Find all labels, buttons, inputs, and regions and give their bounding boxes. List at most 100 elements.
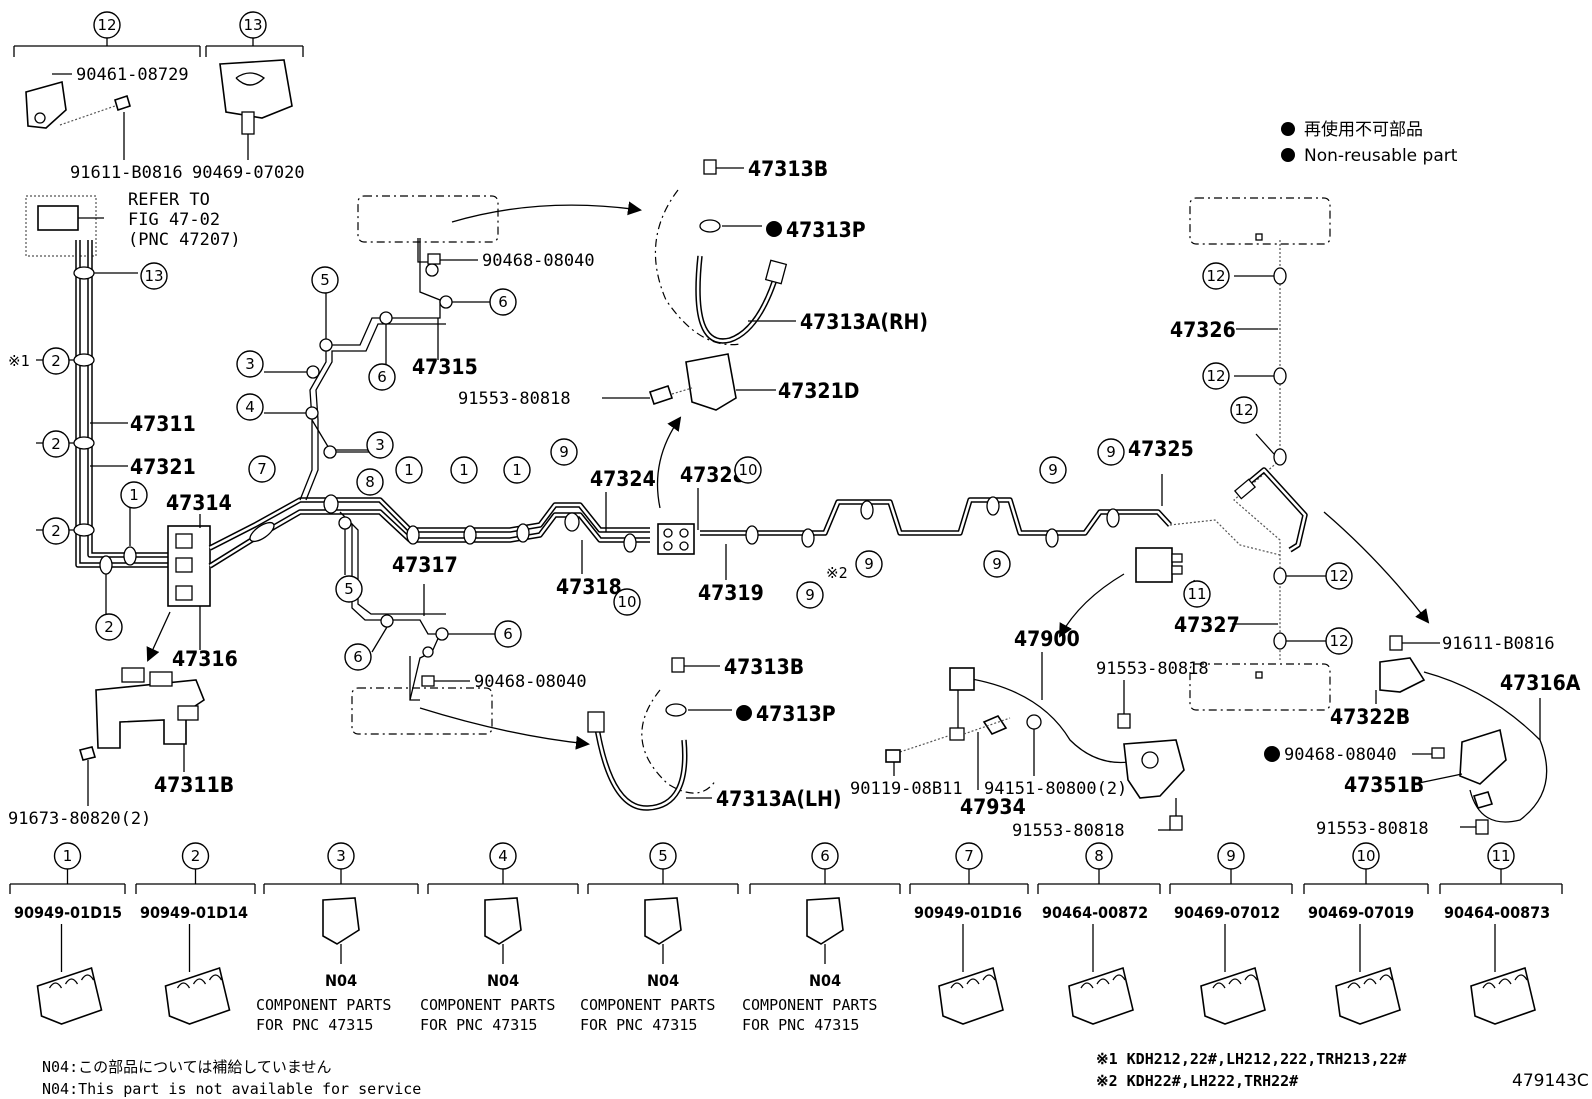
legend-part-number: 90949-01D14 — [140, 903, 248, 922]
callout-number: 6 — [498, 293, 508, 311]
callout-circle — [734, 456, 762, 484]
callout-circle — [335, 575, 363, 603]
part-47324: 47324 — [590, 467, 656, 491]
callout-number: 1 — [404, 461, 414, 479]
part-91553-80818-a: 91553-80818 — [458, 389, 571, 409]
callout-number: 1 — [512, 461, 522, 479]
callout-12: 12 — [1325, 627, 1353, 655]
legend-callout-number: 2 — [191, 847, 201, 865]
part-47313B-bot: 47313B — [724, 655, 804, 679]
n04-note-japanese: N04:この部品については補給していません — [42, 1058, 331, 1076]
part-47313B-top: 47313B — [748, 157, 828, 181]
part-94151-80800: 94151-80800(2) — [984, 779, 1127, 799]
callout-circle — [344, 643, 372, 671]
legend-callout-number: 3 — [336, 847, 346, 865]
callout-number: 12 — [1234, 401, 1253, 419]
clip-icon — [1068, 966, 1134, 1025]
callout-2: 2 — [42, 347, 70, 375]
figure-id: 479143C — [1512, 1071, 1589, 1091]
legend-callout-number: 6 — [820, 847, 830, 865]
callout-circle — [855, 550, 883, 578]
branch-47315-upper: 47315 90468-08040 — [264, 195, 642, 501]
part-47314: 47314 — [166, 491, 232, 515]
callout-circle — [550, 438, 578, 466]
callout-9: 9 — [1039, 456, 1067, 484]
bolt-icon — [648, 384, 674, 406]
bolt-icon — [885, 749, 901, 763]
callout-circle — [120, 481, 148, 509]
bolt-icon — [1389, 635, 1403, 651]
callout-number: 13 — [144, 267, 163, 285]
legend-note-line1: COMPONENT PARTS — [420, 996, 555, 1014]
part-47316: 47316 — [172, 647, 238, 671]
part-91553-80818-b: 91553-80818 — [1096, 659, 1209, 679]
callout-9: 9 — [550, 438, 578, 466]
part-47322B: 47322B — [1330, 705, 1410, 729]
wheel-cylinder-box — [357, 195, 499, 243]
refer-line3: (PNC 47207) — [128, 230, 241, 250]
part-91611-B0816-top: 91611-B0816 — [70, 163, 183, 183]
clip-icon — [644, 897, 682, 945]
callout-12: 12 — [1202, 262, 1230, 290]
abs-unit-icon — [1135, 547, 1173, 583]
callout-circle — [236, 393, 264, 421]
legend-part-number: 90469-07019 — [1308, 903, 1414, 922]
part-47313A-RH: 47313A(RH) — [800, 310, 928, 334]
callout-1: 1 — [503, 456, 531, 484]
legend-part-number: N04 — [487, 971, 519, 990]
callout-number: 1 — [129, 486, 139, 504]
non-reusable-dot-icon — [736, 705, 752, 721]
callout-circle — [489, 288, 517, 316]
part-90469-07020: 90469-07020 — [192, 163, 305, 183]
legend-part-number: N04 — [809, 971, 841, 990]
refer-line1: REFER TO — [128, 190, 210, 210]
clip-icon — [322, 897, 360, 945]
mark-1: ※1 — [8, 352, 30, 370]
callout-6: 6 — [368, 363, 396, 391]
callout-circle — [796, 581, 824, 609]
legend-part-number: 90464-00872 — [1042, 903, 1148, 922]
callout-circle — [236, 350, 264, 378]
callout-2: 2 — [95, 613, 123, 641]
callout-number: 12 — [1206, 367, 1225, 385]
legend-japanese: 再使用不可部品 — [1304, 119, 1423, 140]
legend: 再使用不可部品 Non-reusable part — [1281, 119, 1458, 166]
callout-number: 9 — [1106, 443, 1116, 461]
non-reusable-dot-icon — [1264, 746, 1280, 762]
callout-number: 6 — [503, 625, 513, 643]
callout-number: 11 — [1187, 585, 1206, 603]
callout-number: 12 — [1329, 567, 1348, 585]
legend-note-line2: FOR PNC 47315 — [742, 1016, 859, 1034]
callout-number: 9 — [864, 555, 874, 573]
legend-part-number: N04 — [325, 971, 357, 990]
callout-circle — [1202, 262, 1230, 290]
callout-number: 10 — [617, 593, 636, 611]
part-47326: 47326 — [1170, 318, 1236, 342]
callout-number: 9 — [559, 443, 569, 461]
abs-sensor-47900: 47900 90119-08B11 47934 94151-80800(2) 9… — [850, 547, 1209, 841]
callout-2: 2 — [42, 517, 70, 545]
part-47311: 47311 — [130, 412, 196, 436]
callout-number: 12 — [1206, 267, 1225, 285]
callout-circle — [1202, 362, 1230, 390]
sensor-bracket-icon — [982, 715, 1008, 735]
callout-number: 2 — [104, 618, 114, 636]
sensor-47316A: 91611-B0816 47316A 47322B 90468-08040 47… — [1264, 634, 1581, 839]
callout-circle — [1325, 627, 1353, 655]
callout-circle — [1039, 456, 1067, 484]
callout-number: 9 — [805, 586, 815, 604]
callout-7: 7 — [248, 455, 276, 483]
part-47319: 47319 — [698, 581, 764, 605]
callout-10: 10 — [613, 588, 641, 616]
legend-callout-number: 7 — [964, 847, 974, 865]
legend-callout-number: 9 — [1226, 847, 1236, 865]
callout-number: 2 — [51, 435, 61, 453]
legend-callout-number: 4 — [498, 847, 508, 865]
callout-circle — [311, 266, 339, 294]
callout-number: 5 — [320, 271, 330, 289]
refer-line2: FIG 47-02 — [128, 210, 220, 230]
callout-circle — [1183, 580, 1211, 608]
